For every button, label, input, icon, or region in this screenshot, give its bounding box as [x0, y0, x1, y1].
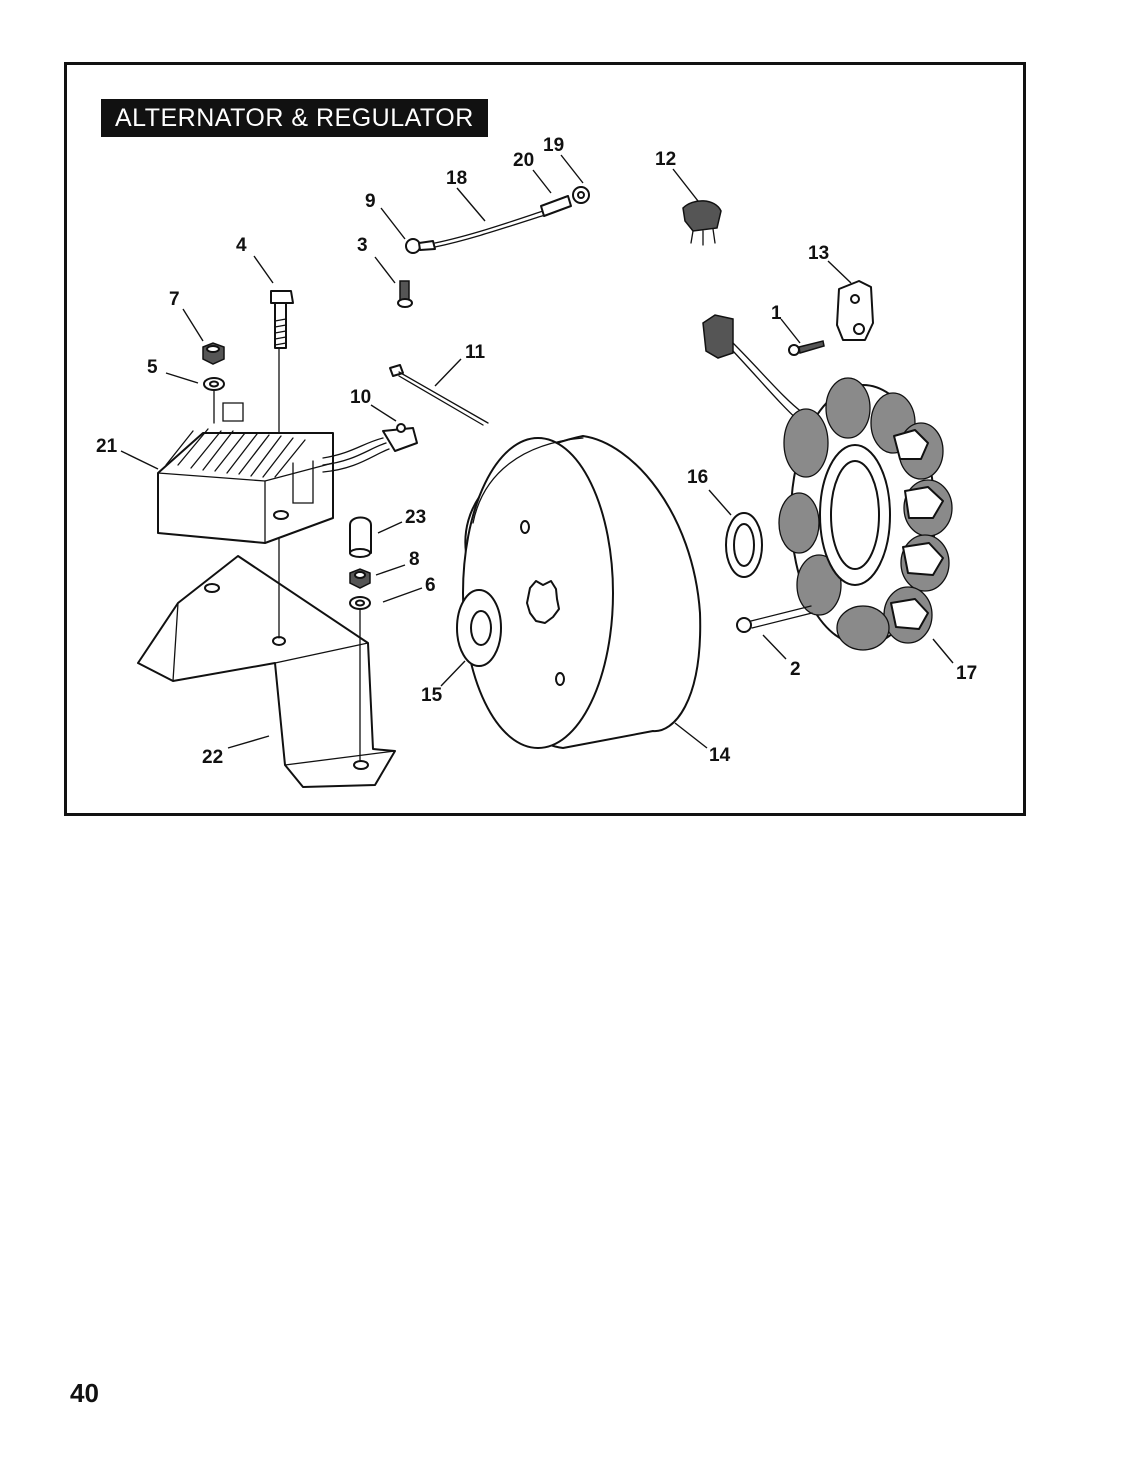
lock-washer	[349, 596, 371, 610]
callout-23: 23	[405, 507, 426, 528]
bolt	[270, 290, 294, 349]
callout-12: 12	[655, 149, 676, 170]
callout-19: 19	[543, 135, 564, 156]
diagram-title: ALTERNATOR & REGULATOR	[101, 99, 488, 137]
callout-15: 15	[421, 685, 443, 706]
exploded-parts-diagram: 1 2 3 4 5 6 7 8 9 10 11 12 13 14 15 16 1…	[96, 135, 977, 788]
flat-washer	[203, 377, 225, 391]
callout-labels: 1 2 3 4 5 6 7 8 9 10 11 12 13 14 15 16 1…	[96, 135, 977, 768]
ground-strap	[405, 186, 590, 254]
spacer	[456, 589, 502, 667]
callout-22: 22	[202, 747, 223, 768]
rotor	[462, 435, 702, 749]
callout-16: 16	[687, 467, 708, 488]
callout-11: 11	[465, 342, 486, 363]
wire-clip	[682, 200, 722, 246]
callout-7: 7	[169, 289, 180, 310]
stator	[702, 314, 953, 651]
callout-3: 3	[357, 235, 368, 256]
plate-screw	[788, 340, 825, 356]
socket-head-screw	[736, 605, 813, 633]
leader-lines	[120, 154, 954, 749]
thrust-washer	[725, 512, 763, 578]
callout-6: 6	[425, 575, 436, 596]
callout-20: 20	[513, 150, 534, 171]
callout-14: 14	[709, 745, 731, 766]
callout-8: 8	[409, 549, 420, 570]
page-number: 40	[70, 1378, 99, 1408]
callout-18: 18	[446, 168, 467, 189]
callout-4: 4	[236, 235, 247, 256]
callout-9: 9	[365, 191, 376, 212]
voltage-regulator	[157, 402, 418, 544]
callout-10: 10	[350, 387, 371, 408]
callout-17: 17	[956, 663, 977, 684]
flange-nut	[349, 568, 371, 589]
terminal-boot	[349, 516, 372, 558]
retaining-plate	[836, 280, 874, 341]
callout-21: 21	[96, 436, 118, 457]
callout-2: 2	[790, 659, 801, 680]
screw	[397, 280, 413, 308]
mounting-bracket	[137, 555, 396, 788]
callout-5: 5	[147, 357, 158, 378]
lock-nut	[202, 342, 225, 365]
cable-tie	[389, 364, 489, 426]
callout-1: 1	[771, 303, 782, 324]
diagram-frame: 1 2 3 4 5 6 7 8 9 10 11 12 13 14 15 16 1…	[64, 62, 1026, 816]
callout-13: 13	[808, 243, 829, 264]
